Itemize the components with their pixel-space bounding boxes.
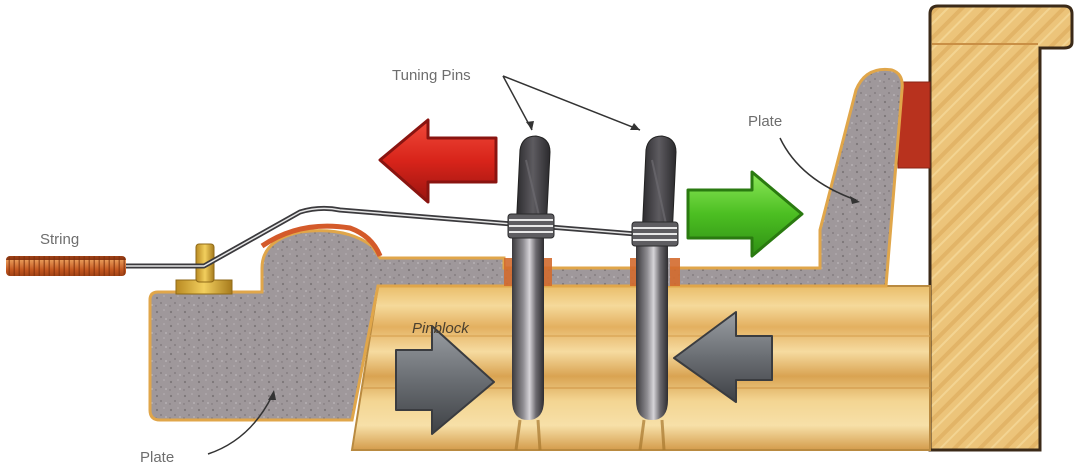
red-arrow (378, 118, 498, 204)
tuning-pin-left (507, 135, 555, 451)
label-pinblock: Pinblock (412, 320, 470, 337)
label-plate-top: Plate (748, 113, 782, 130)
wooden-post (928, 4, 1074, 452)
bearing-bridge (260, 223, 383, 258)
plate (148, 67, 904, 422)
leader-lines (207, 75, 860, 455)
tuning-pin-right (631, 135, 679, 451)
green-arrow (686, 170, 804, 258)
gray-arrow-left (673, 311, 773, 403)
piano-string (126, 205, 661, 269)
label-string: String (40, 231, 79, 248)
label-plate-bottom: Plate (140, 449, 174, 466)
label-tuning-pins: Tuning Pins (392, 67, 471, 84)
gray-arrow-right (395, 325, 495, 435)
felt-strip (897, 81, 931, 169)
string-coil (6, 256, 126, 276)
hitch-pin (175, 243, 233, 295)
